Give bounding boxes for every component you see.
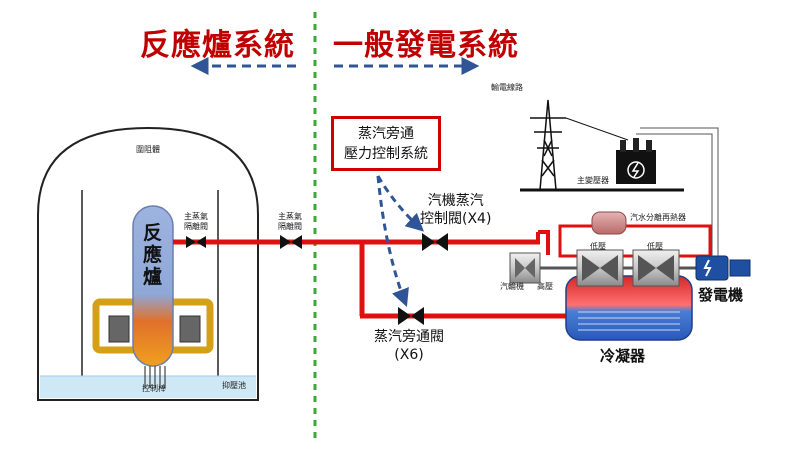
- main-transformer-label: 主變壓器: [577, 176, 609, 185]
- reactor-label-char-2: 應: [143, 244, 163, 266]
- condenser-label: 冷凝器: [600, 347, 646, 365]
- generator-lead-1: [636, 133, 713, 256]
- msiv-label-outer: 主蒸氣 隔離閥: [278, 212, 302, 231]
- turbine-label: 汽輪機: [500, 282, 524, 291]
- msiv-label-inner: 主蒸氣 隔離閥: [184, 212, 208, 231]
- transmission-tower-icon: [530, 99, 629, 191]
- reactor-label-char-3: 爐: [143, 266, 163, 288]
- low-pressure-label-1: 低壓: [590, 242, 606, 251]
- transmission-line-label: 輸電線路: [491, 83, 523, 92]
- condenser-tubes: [578, 311, 680, 331]
- generator-lead-2: [640, 127, 719, 256]
- turbine-icon[interactable]: [509, 252, 541, 284]
- reactor-label-char-1: 反: [143, 222, 163, 244]
- containment-label: 圍阻體: [136, 145, 160, 154]
- turbine-icon[interactable]: [576, 249, 624, 287]
- steam-bypass-valve-label: 蒸汽旁通閥 (X6): [374, 329, 444, 363]
- moisture-separator-reheater[interactable]: [591, 211, 627, 235]
- control-arrow-to-bypass-valve: [376, 175, 409, 308]
- generator-label: 發電機: [698, 286, 744, 304]
- turbine-control-valve-label: 汽機蒸汽 控制閥(X4): [420, 193, 492, 227]
- msr-label: 汽水分離再熱器: [630, 213, 686, 222]
- bypass-pressure-control-system[interactable]: 蒸汽旁通 壓力控制系統: [331, 116, 441, 171]
- suppression-pool-label: 抑壓池: [222, 381, 246, 390]
- transformer-icon[interactable]: [616, 138, 656, 184]
- low-pressure-label-2: 低壓: [647, 242, 663, 251]
- fuel-support-right-block: [179, 315, 201, 343]
- control-rods: [144, 366, 166, 388]
- control-arrow-to-turbine-valve: [376, 175, 424, 232]
- control-rods-label: 控制棒: [142, 384, 166, 393]
- generator-icon[interactable]: [695, 255, 751, 281]
- high-pressure-label: 高壓: [537, 282, 553, 291]
- containment-inner-wall: [81, 190, 219, 395]
- valve-icon[interactable]: [422, 233, 448, 251]
- suppression-pool: [40, 376, 256, 398]
- fuel-support-left-block: [108, 315, 130, 343]
- lightning-icon: [627, 161, 645, 179]
- valve-icon[interactable]: [398, 307, 424, 325]
- turbine-icon[interactable]: [632, 249, 680, 287]
- bypass-pressure-control-label: 蒸汽旁通 壓力控制系統: [344, 126, 428, 162]
- valve-icon[interactable]: [186, 236, 206, 248]
- generation-system-heading: 一般發電系統: [333, 28, 519, 63]
- reactor-vessel[interactable]: [132, 205, 174, 367]
- valve-icon[interactable]: [280, 235, 302, 249]
- reactor-system-heading: 反應爐系統: [140, 28, 295, 63]
